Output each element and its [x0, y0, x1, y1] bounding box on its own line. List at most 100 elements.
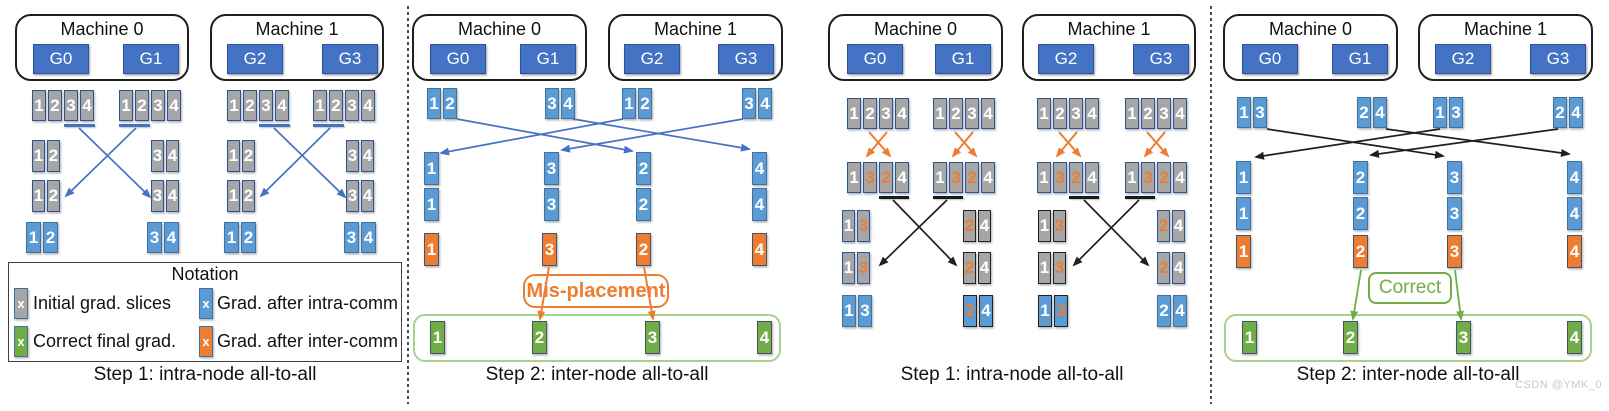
- grad-slice: 4: [1173, 98, 1187, 129]
- grad-slice: 1: [1038, 252, 1051, 284]
- grad-slice: 3: [1449, 97, 1463, 128]
- machine-label: Machine 0: [873, 19, 958, 39]
- grad-slice: 3: [857, 252, 870, 284]
- grad-slice: 1: [227, 180, 240, 212]
- grad-slice: 4: [1567, 321, 1582, 354]
- legend-item-label: Correct final grad.: [33, 331, 177, 351]
- grad-slice: 3: [1456, 321, 1471, 354]
- grad-slice: 2: [879, 162, 893, 193]
- grad-slice: 3: [879, 98, 893, 129]
- grad-slice: 2: [1157, 295, 1171, 327]
- caption-step2-pair-b: Step 2: inter-node all-to-all: [1296, 364, 1520, 385]
- transfer-arrow: [1350, 269, 1362, 321]
- grad-slice: 2: [1553, 97, 1567, 128]
- gpu-box: G2: [624, 44, 680, 74]
- grad-slice: 4: [1172, 210, 1185, 242]
- grad-slice: 3: [542, 233, 557, 266]
- grad-slice: 3: [544, 188, 559, 221]
- grad-slice: 4: [166, 180, 179, 212]
- grad-slice: 2: [1157, 252, 1170, 284]
- grad-slice: 1: [842, 210, 855, 242]
- transfer-arrow: [456, 118, 634, 154]
- grad-slice: 1: [430, 321, 445, 354]
- grad-slice: 2: [963, 252, 976, 284]
- grad-slice: 3: [1447, 235, 1462, 268]
- grad-slice: 3: [1069, 98, 1083, 129]
- legend-item-label: Grad. after intra-comm: [217, 293, 399, 313]
- correct-result-box: [1224, 314, 1592, 362]
- grad-slice: 2: [638, 88, 652, 119]
- grad-slice: 1: [1433, 97, 1447, 128]
- transfer-arrow: [865, 131, 888, 158]
- legend-swatch: x: [14, 288, 28, 319]
- grad-slice: 3: [965, 98, 979, 129]
- grad-slice: 4: [979, 295, 993, 327]
- grad-slice: 1: [119, 90, 133, 121]
- grad-slice: 1: [933, 98, 947, 129]
- grad-slice: 1: [32, 140, 45, 172]
- gpu-box: G3: [1133, 44, 1189, 74]
- grad-slice: 3: [544, 152, 559, 185]
- grad-slice: 4: [1085, 98, 1099, 129]
- grad-slice: 3: [742, 88, 756, 119]
- transfer-arrow: [1254, 128, 1441, 160]
- grad-slice: 4: [361, 90, 375, 121]
- grad-slice: 2: [636, 152, 651, 185]
- grad-slice: 1: [1236, 235, 1251, 268]
- grad-slice: 1: [424, 233, 439, 266]
- grad-slice: 4: [1173, 162, 1187, 193]
- grad-slice: 3: [346, 180, 359, 212]
- grad-slice: 1: [227, 90, 241, 121]
- grad-slice: 2: [1069, 162, 1083, 193]
- caption-step1-pair-b: Step 1: intra-node all-to-all: [900, 364, 1124, 385]
- grad-slice: 2: [965, 162, 979, 193]
- grad-slice: 4: [166, 140, 179, 172]
- gpu-box: G1: [123, 44, 179, 74]
- grad-slice: 1: [1242, 321, 1257, 354]
- send-underline: [64, 124, 95, 127]
- grad-slice: 3: [1053, 252, 1066, 284]
- legend-item-label: Initial grad. slices: [33, 293, 172, 313]
- gpu-box: G0: [1242, 44, 1298, 74]
- transfer-arrow: [1143, 131, 1166, 158]
- grad-slice: 3: [259, 90, 273, 121]
- machine-label: Machine 0: [1268, 19, 1353, 39]
- machine-label: Machine 1: [1067, 19, 1151, 39]
- grad-slice: 1: [933, 162, 947, 193]
- transfer-arrow: [572, 118, 751, 152]
- legend-swatch: x: [199, 326, 213, 357]
- grad-slice: 1: [622, 88, 636, 119]
- transfer-arrow: [560, 118, 744, 153]
- grad-slice: 4: [981, 98, 995, 129]
- grad-slice: 2: [329, 90, 343, 121]
- grad-slice: 3: [1447, 161, 1462, 194]
- grad-slice: 3: [151, 180, 164, 212]
- grad-slice: 3: [344, 222, 359, 253]
- grad-slice: 1: [424, 188, 439, 221]
- grad-slice: 3: [1054, 295, 1068, 327]
- grad-slice: 1: [424, 152, 439, 185]
- grad-slice: 2: [949, 98, 963, 129]
- machine-label: Machine 1: [653, 19, 738, 39]
- send-underline: [1125, 196, 1155, 199]
- grad-slice: 4: [895, 98, 909, 129]
- grad-slice: 4: [752, 188, 767, 221]
- grad-slice: 1: [1125, 162, 1139, 193]
- grad-slice: 4: [1173, 295, 1187, 327]
- grad-slice: 2: [443, 88, 457, 119]
- grad-slice: 2: [1157, 162, 1171, 193]
- grad-slice: 4: [1085, 162, 1099, 193]
- grad-slice: 3: [1157, 98, 1171, 129]
- transfer-arrow: [1055, 131, 1078, 158]
- grad-slice: 4: [164, 222, 179, 253]
- grad-slice: 4: [361, 180, 374, 212]
- gpu-box: G3: [1530, 44, 1586, 74]
- grad-slice: 4: [978, 252, 991, 284]
- machine-label: Machine 0: [60, 19, 144, 39]
- transfer-arrow: [1385, 128, 1571, 157]
- gpu-box: G0: [33, 44, 89, 74]
- transfer-arrow: [439, 118, 624, 156]
- grad-slice: 3: [863, 162, 877, 193]
- grad-slice: 2: [241, 222, 256, 253]
